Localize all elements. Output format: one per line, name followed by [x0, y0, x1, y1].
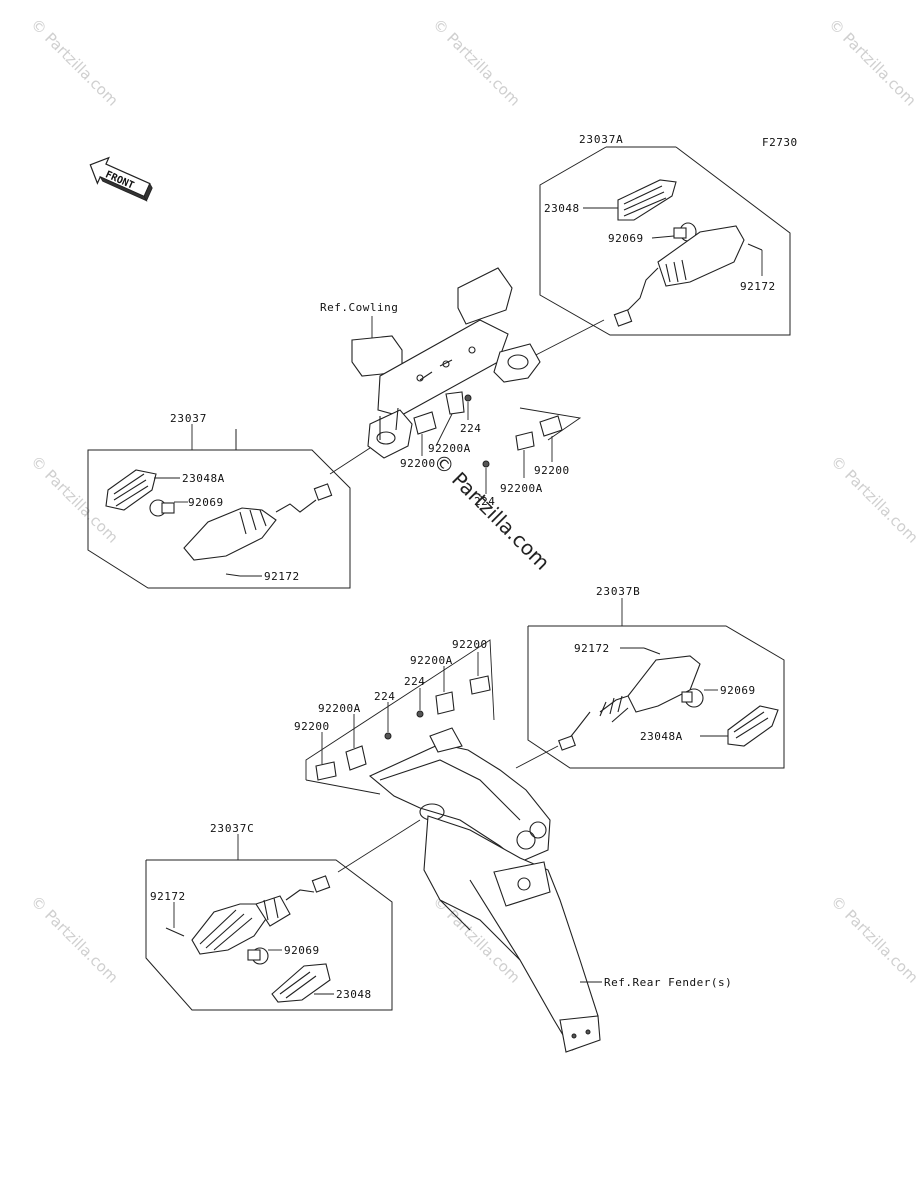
group-front-right: 23037A 23048 92069 92172: [539, 133, 791, 336]
label-front-bolt-lower: 224: [474, 495, 495, 508]
label-front-nut-upper: 92200A: [428, 442, 471, 455]
label-23037C: 23037C: [210, 822, 255, 835]
label-rear-bolt-mid: 224: [404, 675, 425, 688]
label-front-plate-right: 92200: [534, 464, 570, 477]
label-23037: 23037: [170, 412, 207, 425]
front-bracket: Ref.Cowling 224 92200A 92200 92200 92200…: [320, 267, 582, 508]
label-front-right-lens: 23048: [544, 202, 580, 215]
label-front-bolt-upper: 224: [460, 422, 481, 435]
label-rear-left-bulb: 92069: [284, 944, 320, 957]
watermark-top-right: © Partzilla.com: [825, 15, 916, 110]
label-23037A: 23037A: [579, 133, 624, 146]
group-front-left: 23037 23048A 92069 92172: [87, 412, 351, 589]
label-front-plate-left: 92200: [400, 457, 436, 470]
watermark-top-left: © Partzilla.com: [27, 15, 122, 110]
label-rear-plate-top: 92200: [452, 638, 488, 651]
label-front-left-bulb: 92069: [188, 496, 224, 509]
rear-fender: Ref.Rear Fender(s) 92200 92200A 224 224 …: [294, 638, 732, 1053]
label-23037B: 23037B: [596, 585, 641, 598]
label-rear-nut-top: 92200A: [410, 654, 453, 667]
front-arrow: FRONT: [89, 156, 153, 202]
watermark-bottom-right: © Partzilla.com: [827, 892, 916, 987]
label-rear-bolt-low: 224: [374, 690, 395, 703]
label-front-right-screw: 92172: [740, 280, 776, 293]
label-rear-plate-low: 92200: [294, 720, 330, 733]
label-ref-rear-fender: Ref.Rear Fender(s): [604, 976, 732, 989]
label-rear-left-screw: 92172: [150, 890, 186, 903]
label-front-left-lens: 23048A: [182, 472, 225, 485]
diagram-code: F2730: [762, 136, 798, 149]
watermark-top-center: © Partzilla.com: [429, 15, 524, 110]
label-rear-right-screw: 92172: [574, 642, 610, 655]
label-rear-right-lens: 23048A: [640, 730, 683, 743]
label-front-right-bulb: 92069: [608, 232, 644, 245]
group-rear-right: 23037B 92172 92069 23048A: [527, 585, 785, 769]
label-rear-left-lens: 23048: [336, 988, 372, 1001]
label-rear-nut-low: 92200A: [318, 702, 361, 715]
group-rear-left: 23037C 92172 92069 23048: [145, 822, 393, 1011]
label-front-left-screw: 92172: [264, 570, 300, 583]
label-front-nut-lower: 92200A: [500, 482, 543, 495]
label-rear-right-bulb: 92069: [720, 684, 756, 697]
label-ref-cowling: Ref.Cowling: [320, 301, 398, 314]
watermark-mid-right: © Partzilla.com: [827, 452, 916, 547]
watermark-bottom-left: © Partzilla.com: [27, 892, 122, 987]
